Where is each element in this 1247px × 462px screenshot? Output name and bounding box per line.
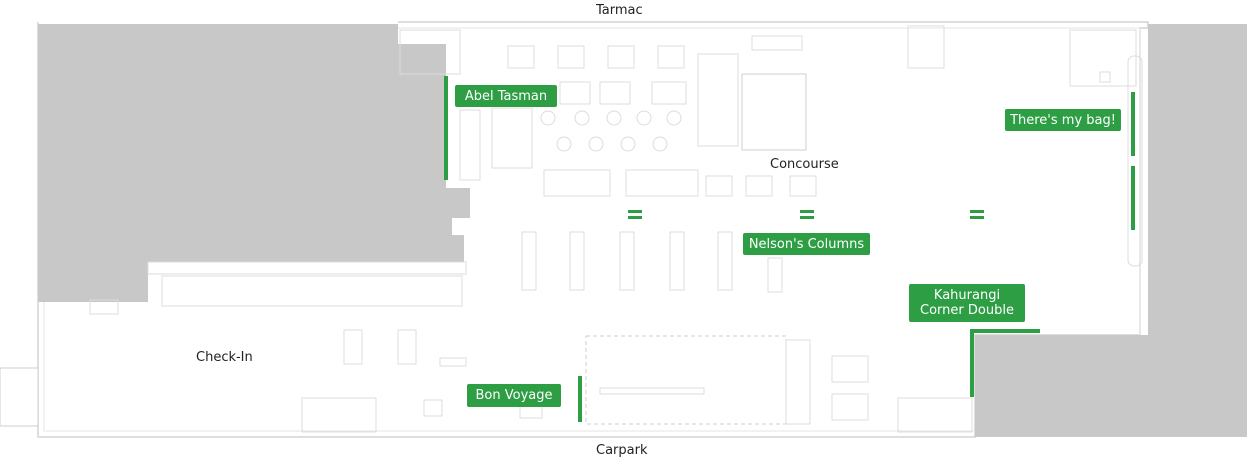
space-tag-kahurangi-corner-double[interactable]: Kahurangi Corner Double — [909, 284, 1025, 322]
tarmac-label: Tarmac — [596, 3, 643, 18]
restricted-areas — [0, 24, 1247, 437]
marker-theres-my-bag-upper — [1131, 92, 1135, 156]
check-in-label: Check-In — [196, 350, 253, 365]
marker-nelsons-1a — [628, 210, 642, 213]
marker-nelsons-2b — [800, 216, 814, 219]
marker-kahurangi-vertical — [970, 329, 974, 397]
marker-bon-voyage — [578, 376, 582, 422]
space-tag-theres-my-bag[interactable]: There's my bag! — [1005, 109, 1121, 131]
marker-abel-tasman — [444, 76, 448, 180]
kahurangi-line-2: Corner Double — [920, 303, 1014, 318]
marker-nelsons-3a — [970, 210, 984, 213]
space-tag-nelsons-columns[interactable]: Nelson's Columns — [743, 233, 870, 255]
kahurangi-line-1: Kahurangi — [933, 288, 1001, 303]
marker-nelsons-3b — [970, 216, 984, 219]
concourse-label: Concourse — [770, 157, 839, 172]
space-markers — [444, 76, 1135, 422]
space-tag-abel-tasman[interactable]: Abel Tasman — [455, 85, 557, 107]
restricted-area-southeast — [975, 335, 1148, 437]
furniture — [89, 25, 1143, 433]
marker-theres-my-bag-lower — [1131, 166, 1135, 230]
carpark-label: Carpark — [596, 443, 648, 458]
space-tag-bon-voyage[interactable]: Bon Voyage — [467, 384, 561, 407]
marker-nelsons-1b — [628, 216, 642, 219]
restricted-area-northwest — [38, 24, 470, 302]
round-tables — [540, 110, 682, 152]
marker-nelsons-2a — [800, 210, 814, 213]
restricted-area-northeast — [1148, 24, 1247, 437]
marker-kahurangi-horizontal — [970, 329, 1040, 333]
restricted-area-southwest-stub — [0, 367, 39, 427]
